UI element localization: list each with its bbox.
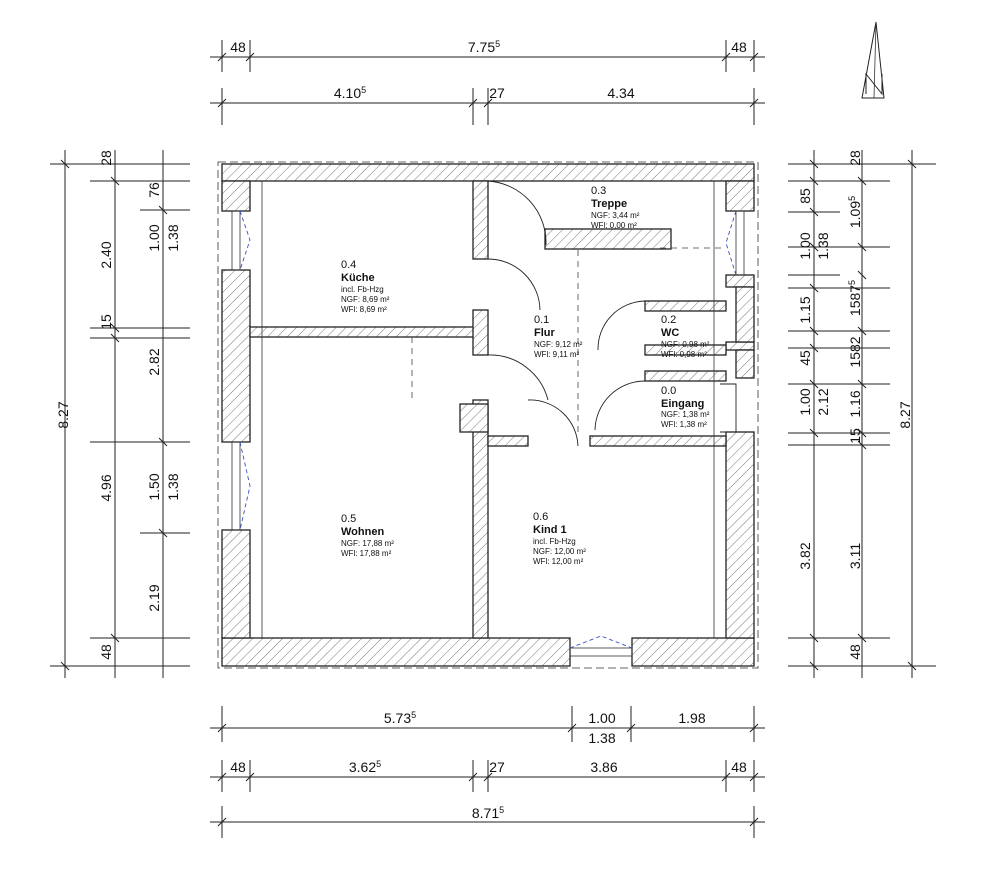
room-label-kind1: 0.6 Kind 1 incl. Fb-Hzg NGF: 12,00 m² WF…: [533, 511, 586, 566]
dim-right-b5: 15: [847, 428, 863, 444]
svg-text:NGF: 9,12 m²: NGF: 9,12 m²: [534, 340, 583, 349]
dim-left-a2: 15: [98, 314, 114, 330]
dim-top-wall-left: 48: [230, 39, 246, 55]
dim-right-b3: 1582: [847, 336, 863, 367]
dim-left-b1: 1.00: [146, 224, 162, 251]
dim-right-a7: 3.82: [797, 542, 813, 569]
room-label-wc: 0.2 WC NGF: 0,98 m² WFl: 0,98 m²: [661, 314, 710, 359]
dim-right-b1: 1.38: [815, 232, 831, 259]
dim-right-a1: 85: [797, 188, 813, 204]
room-label-treppe: 0.3 Treppe NGF: 3,44 m² WFl: 0,00 m²: [591, 185, 640, 230]
dim-bottom-opening-height: 1.38: [588, 730, 615, 746]
north-arrow-icon: [861, 21, 885, 99]
dim-bottom-opening: 1.00: [588, 710, 615, 726]
dim-left-b0: 76: [146, 182, 162, 198]
dim-left-a4: 4.96: [98, 474, 114, 501]
dimension-bottom: 5.735 1.00 1.38 1.98 48 3.625 27 3.86 48…: [210, 706, 765, 838]
svg-text:WFl: 1,38 m²: WFl: 1,38 m²: [661, 420, 707, 429]
dimension-top: 48 7.755 48 4.105 27 4.34: [210, 39, 765, 125]
dim-bottom-overall: 8.715: [472, 805, 504, 821]
svg-text:Eingang: Eingang: [661, 398, 704, 410]
svg-text:WFl: 0,98 m²: WFl: 0,98 m²: [661, 350, 707, 359]
dim-right-a3: 1.15: [797, 296, 813, 323]
svg-text:Küche: Küche: [341, 272, 375, 284]
svg-text:0.6: 0.6: [533, 511, 548, 523]
svg-text:WFl: 17,88 m²: WFl: 17,88 m²: [341, 549, 392, 558]
dim-bottom-first: 5.735: [384, 710, 416, 726]
dim-top-left: 4.105: [334, 85, 366, 101]
svg-text:NGF: 12,00 m²: NGF: 12,00 m²: [533, 547, 586, 556]
svg-text:incl. Fb-Hzg: incl. Fb-Hzg: [341, 285, 384, 294]
svg-text:0.4: 0.4: [341, 259, 356, 271]
dimension-right: 28 85 1.00 1.15 45 1.00 2.12 3.82 48 1.0…: [788, 150, 936, 678]
svg-text:Treppe: Treppe: [591, 198, 627, 210]
svg-text:incl. Fb-Hzg: incl. Fb-Hzg: [533, 537, 576, 546]
svg-text:0.3: 0.3: [591, 185, 606, 197]
dim-bottom-left: 3.625: [349, 759, 381, 775]
room-label-wohnen: 0.5 Wohnen NGF: 17,88 m² WFl: 17,88 m²: [341, 513, 394, 558]
dim-bottom-rest: 1.98: [678, 710, 705, 726]
svg-text:WFl: 12,00 m²: WFl: 12,00 m²: [533, 557, 584, 566]
room-label-kueche: 0.4 Küche incl. Fb-Hzg NGF: 8,69 m² WFl:…: [341, 259, 390, 314]
dim-bottom-right: 3.86: [590, 759, 617, 775]
dim-right-a2: 1.00: [797, 232, 813, 259]
svg-text:0.0: 0.0: [661, 385, 676, 397]
dimension-left: 8.27 28 2.40 15 2.82 4.96 2.19 48 76 1.0…: [50, 150, 190, 678]
svg-text:NGF: 17,88 m²: NGF: 17,88 m²: [341, 539, 394, 548]
dim-left-a1: 2.40: [98, 241, 114, 268]
svg-text:0.5: 0.5: [341, 513, 356, 525]
svg-text:0.2: 0.2: [661, 314, 676, 326]
dim-bottom-wall-left: 48: [230, 759, 246, 775]
svg-text:0.1: 0.1: [534, 314, 549, 326]
dim-left-b2: 1.38: [165, 224, 181, 251]
dim-top-inner: 27: [489, 85, 505, 101]
svg-text:NGF: 1,38 m²: NGF: 1,38 m²: [661, 410, 710, 419]
dim-left-b4: 1.38: [165, 473, 181, 500]
svg-text:WFl: 8,69 m²: WFl: 8,69 m²: [341, 305, 387, 314]
dim-left-overall: 8.27: [55, 401, 71, 428]
svg-text:WC: WC: [661, 327, 679, 339]
doors: [411, 180, 737, 447]
dim-left-a0: 28: [98, 150, 114, 166]
dim-right-b6: 3.11: [847, 543, 863, 569]
svg-text:Kind 1: Kind 1: [533, 524, 567, 536]
dim-right-b0: 1.095: [847, 196, 863, 228]
dim-left-a3: 2.82: [146, 348, 162, 375]
svg-text:WFl: 9,11 m²: WFl: 9,11 m²: [534, 350, 580, 359]
dim-right-a0: 28: [847, 150, 863, 166]
dim-right-a4: 45: [797, 350, 813, 366]
dim-right-a8: 48: [847, 644, 863, 660]
svg-text:NGF: 3,44 m²: NGF: 3,44 m²: [591, 211, 640, 220]
dim-left-a6: 48: [98, 644, 114, 660]
dim-bottom-inner: 27: [489, 759, 505, 775]
svg-text:NGF: 8,69 m²: NGF: 8,69 m²: [341, 295, 390, 304]
dim-top-wall-right: 48: [731, 39, 747, 55]
dim-right-a5: 1.00: [797, 388, 813, 415]
room-label-eingang: 0.0 Eingang NGF: 1,38 m² WFl: 1,38 m²: [661, 385, 710, 429]
dim-bottom-wall-right: 48: [731, 759, 747, 775]
dim-right-a6: 2.12: [815, 388, 831, 415]
svg-text:Flur: Flur: [534, 327, 555, 339]
dim-top-overall: 7.755: [468, 39, 500, 55]
svg-text:WFl: 0,00 m²: WFl: 0,00 m²: [591, 221, 637, 230]
dim-right-b2: 15875: [847, 280, 863, 316]
svg-text:NGF: 0,98 m²: NGF: 0,98 m²: [661, 340, 710, 349]
svg-text:Wohnen: Wohnen: [341, 526, 384, 538]
dim-right-b4: 1.16: [847, 390, 863, 417]
windows: [231, 210, 745, 657]
dim-right-overall: 8.27: [897, 401, 913, 428]
dim-top-right: 4.34: [607, 85, 634, 101]
dim-left-a5: 2.19: [146, 584, 162, 611]
room-label-flur: 0.1 Flur NGF: 9,12 m² WFl: 9,11 m²: [534, 314, 583, 359]
dim-left-b3: 1.50: [146, 473, 162, 500]
